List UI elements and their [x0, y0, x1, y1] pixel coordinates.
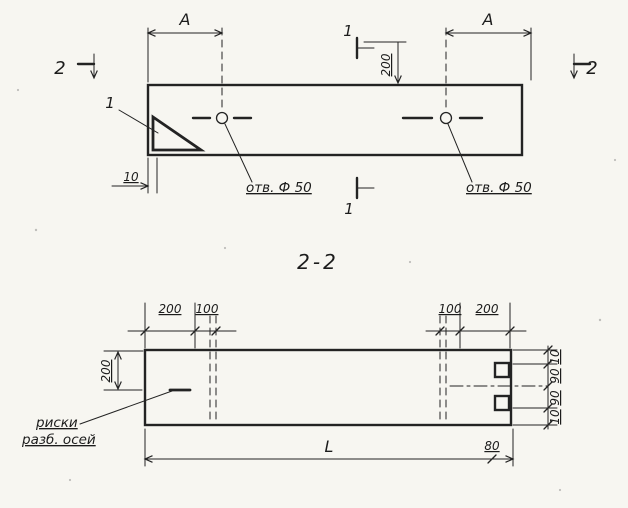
hole-left: [191, 111, 253, 125]
section-beam-outline: [143, 348, 513, 427]
dim-a-left: A: [146, 10, 224, 111]
axis-note-line2: разб. осей: [21, 432, 96, 448]
dim-200-label: 200: [159, 302, 182, 316]
dim-100-label: 100: [196, 302, 219, 316]
section-mark-1-bottom: 1: [344, 176, 375, 218]
dim-10-top-view: 10: [111, 157, 158, 194]
section-1-bottom-label: 1: [344, 200, 354, 218]
scan-specks: [16, 88, 617, 492]
top-view: 1 A A 2: [54, 10, 597, 218]
hole-callout-left: отв. Ф 50: [224, 123, 312, 196]
section-mark-2-right: 2: [570, 53, 598, 80]
tick: [435, 326, 445, 336]
dim-chain-top-left: 200 100: [127, 302, 237, 349]
section-1-top-label: 1: [343, 22, 353, 40]
tick: [543, 359, 553, 369]
hole-right: [401, 111, 484, 125]
key-notch-top: [493, 361, 511, 379]
tick: [455, 326, 465, 336]
chamfer-triangle: [151, 114, 206, 152]
tick: [487, 454, 497, 464]
dim-90-label: 90: [548, 390, 562, 406]
beam-outline: [146, 83, 524, 157]
dim-length-L: L 80: [143, 428, 515, 467]
detail-mark-1-label: 1: [105, 94, 115, 112]
hole-label-left: отв. Ф 50: [246, 180, 312, 196]
dim-a-right-label: A: [482, 10, 494, 29]
leader-line: [447, 123, 473, 183]
section-2-right-label: 2: [586, 58, 597, 79]
dim-200-label: 200: [379, 53, 393, 76]
dim-a-left-label: A: [179, 10, 191, 29]
tick: [543, 403, 553, 413]
dim-100-label: 100: [439, 302, 462, 316]
dim-left-200: 200: [99, 350, 144, 391]
tick: [543, 420, 553, 430]
section-2-left-label: 2: [54, 58, 65, 79]
dim-80-label: 80: [484, 439, 500, 453]
dim-200-top-view: 200: [363, 41, 407, 85]
tick: [543, 381, 553, 391]
hole-left-circle: [215, 111, 229, 125]
dim-chain-top-right: 100 200: [425, 302, 527, 349]
section-mark-2-left: 2: [54, 53, 98, 80]
hole-right-circle: [439, 111, 453, 125]
tick: [211, 326, 221, 336]
tick: [505, 326, 515, 336]
dim-200-label: 200: [476, 302, 499, 316]
tick: [543, 345, 553, 355]
section-title: 2-2: [297, 250, 339, 274]
dim-10-label: 10: [548, 409, 562, 425]
leader-line: [224, 123, 253, 183]
dim-90-label: 90: [548, 368, 562, 384]
axis-note-line1: риски: [35, 415, 78, 431]
dim-L-label: L: [325, 437, 334, 456]
dim-10-label: 10: [548, 349, 562, 365]
tick: [190, 326, 200, 336]
section-mark-1-top: 1: [343, 22, 375, 60]
leader-line: [118, 109, 159, 134]
section-view-2-2: 2-2 200 100 100 200: [21, 250, 562, 467]
leader-line: [79, 390, 173, 425]
dim-a-right: A: [444, 10, 533, 111]
hole-label-right: отв. Ф 50: [466, 180, 532, 196]
hole-callout-right: отв. Ф 50: [447, 123, 532, 196]
tick: [140, 326, 150, 336]
key-notch-bottom: [493, 394, 511, 412]
dim-chain-right: 10 90 90 10: [512, 345, 562, 430]
dim-200-label: 200: [99, 359, 113, 382]
dim-10-label: 10: [123, 170, 139, 184]
